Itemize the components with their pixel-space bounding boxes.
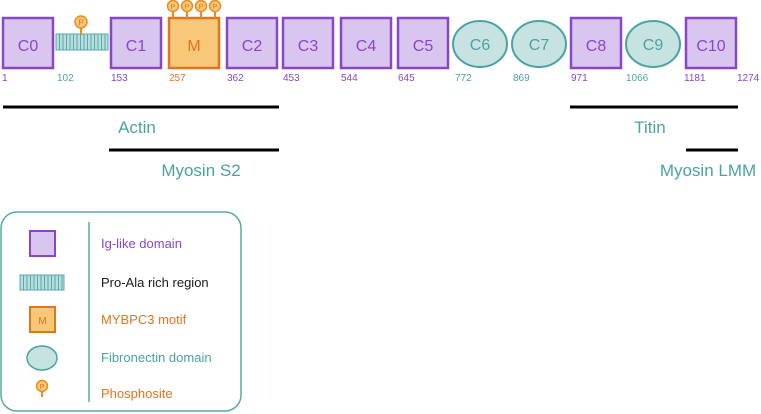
binding-regions: Actin Myosin S2 Titin Myosin LMM xyxy=(3,105,756,180)
residue-end: 1274 xyxy=(737,73,760,84)
domain-c2-box xyxy=(225,16,279,70)
domain-c9-label: C9 xyxy=(643,37,664,54)
legend-motif-label: MYBPC3 motif xyxy=(101,312,187,327)
phosphosite-icon: P xyxy=(74,15,88,34)
domain-c5-box xyxy=(396,16,450,70)
residue-start-c10: 1181 xyxy=(684,73,706,84)
domain-c0-label: C0 xyxy=(18,38,39,55)
legend: Ig-like domain Pro-Ala rich region M MYB… xyxy=(0,211,242,412)
residue-start-proala: 102 xyxy=(57,73,74,84)
residue-start-c6: 772 xyxy=(455,73,472,84)
residue-start-c5: 645 xyxy=(398,73,415,84)
legend-ig-label: Ig-like domain xyxy=(101,236,182,251)
domain-m-box xyxy=(167,16,221,70)
residue-start-c8: 971 xyxy=(571,73,588,84)
domain-c1-label: C1 xyxy=(126,38,147,55)
phosphosite-icon: P xyxy=(166,0,180,18)
domain-m-label: M xyxy=(187,38,200,55)
domain-c10-box xyxy=(684,16,738,70)
legend-fn-label: Fibronectin domain xyxy=(101,350,212,365)
residue-start-c4: 544 xyxy=(341,73,358,84)
domain-c4-label: C4 xyxy=(356,38,377,55)
residue-start-c3: 453 xyxy=(283,73,300,84)
domain-c7-label: C7 xyxy=(529,37,550,54)
domain-c8-box xyxy=(569,16,623,70)
svg-text:P: P xyxy=(185,4,190,11)
legend-box xyxy=(0,211,242,412)
legend-motif-symbol: M xyxy=(38,316,46,327)
domain-c2-label: C2 xyxy=(242,38,263,55)
svg-text:P: P xyxy=(40,384,45,391)
domain-row: C0 P C1 M P P P xyxy=(1,0,738,70)
svg-text:P: P xyxy=(213,4,218,11)
domain-c3-box xyxy=(281,16,335,70)
residue-start-m: 257 xyxy=(169,73,186,84)
domain-c5-label: C5 xyxy=(413,38,434,55)
legend-phospho-label: Phosphosite xyxy=(101,386,173,401)
domain-c6-label: C6 xyxy=(470,37,491,54)
phosphosite-icon: P xyxy=(208,0,222,18)
domain-c3-label: C3 xyxy=(298,38,319,55)
domain-c10-label: C10 xyxy=(696,38,725,55)
svg-text:P: P xyxy=(78,19,83,28)
domain-c9-ellipse xyxy=(625,20,681,68)
myosin-s2-label: Myosin S2 xyxy=(161,161,240,180)
domain-c8-label: C8 xyxy=(586,38,607,55)
proala-region xyxy=(55,33,109,51)
svg-text:P: P xyxy=(171,4,176,11)
titin-label: Titin xyxy=(634,118,666,137)
phosphosite-icon: P xyxy=(194,0,208,18)
residue-numbers: 1 102 153 257 362 453 544 645 772 869 97… xyxy=(2,73,760,84)
legend-motif-swatch xyxy=(29,306,56,333)
residue-start-c0: 1 xyxy=(2,73,8,84)
legend-proala-label: Pro-Ala rich region xyxy=(101,275,209,290)
residue-start-c2: 362 xyxy=(227,73,244,84)
legend-proala-swatch xyxy=(19,274,65,291)
residue-start-c9: 1066 xyxy=(626,73,649,84)
svg-text:P: P xyxy=(199,4,204,11)
residue-start-c7: 869 xyxy=(513,73,530,84)
domain-c4-box xyxy=(339,16,393,70)
actin-label: Actin xyxy=(118,118,156,137)
domain-c7-ellipse xyxy=(511,20,567,68)
legend-fn-swatch xyxy=(26,345,58,371)
myosin-lmm-label: Myosin LMM xyxy=(660,161,756,180)
domain-c0-box xyxy=(1,16,55,70)
residue-start-c1: 153 xyxy=(111,73,128,84)
domain-c6-ellipse xyxy=(452,20,508,68)
phosphosite-icon: P xyxy=(180,0,194,18)
legend-ig-swatch xyxy=(29,230,56,257)
legend-phospho-icon: P xyxy=(35,379,49,397)
domain-c1-box xyxy=(109,16,163,70)
